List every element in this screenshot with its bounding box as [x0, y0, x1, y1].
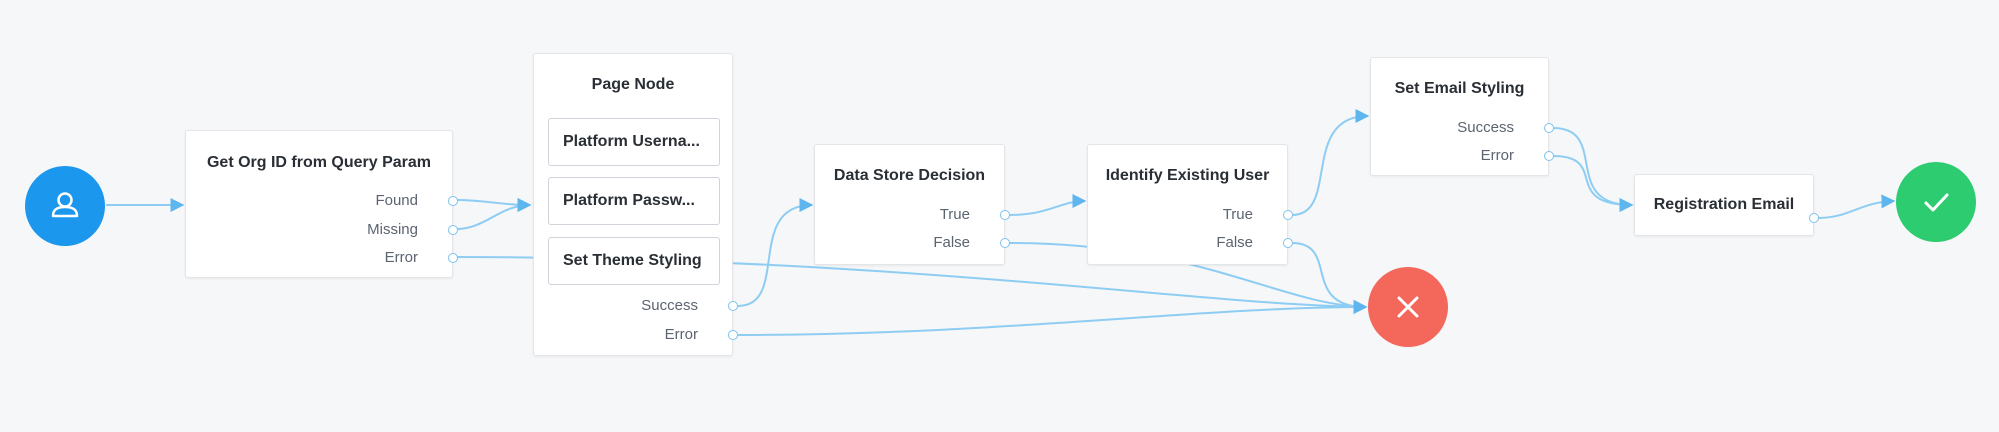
outcome-true-label: True [939, 206, 970, 223]
child-platform-password[interactable]: Platform Passw... [548, 177, 720, 225]
node-registration-email[interactable]: Registration Email [1634, 174, 1819, 236]
wire-se-success-to-registration [1552, 127, 1634, 212]
user-icon [51, 192, 79, 218]
node-title: Get Org ID from Query Param [206, 154, 432, 171]
port-false[interactable] [1000, 238, 1010, 248]
wire-page-error-to-failure [737, 300, 1368, 336]
wire-se-error-to-registration [1552, 155, 1634, 212]
outcome-error-label: Error [664, 326, 698, 343]
outcome-found-label: Found [375, 192, 418, 209]
success-node[interactable] [1896, 162, 1976, 242]
outcome-success-label: Success [641, 297, 698, 314]
outcome-false-label: False [1216, 234, 1253, 251]
port-missing[interactable] [448, 225, 458, 235]
wire-missing-to-page-node [456, 198, 532, 230]
node-title: Data Store Decision [833, 167, 986, 184]
outcome-false-label: False [933, 234, 970, 251]
node-title: Identify Existing User [1105, 167, 1270, 184]
port-true[interactable] [1283, 210, 1293, 220]
wire-ds-true-to-identify [1008, 194, 1087, 216]
node-identify-existing-user[interactable]: Identify Existing User True False [1087, 144, 1293, 265]
wire-iu-true-to-set-email [1291, 109, 1370, 216]
check-icon [1924, 193, 1949, 212]
node-page-node[interactable]: Page Node Platform Userna... Platform Pa… [533, 53, 738, 356]
start-node[interactable] [25, 166, 105, 246]
node-title: Set Email Styling [1394, 80, 1525, 97]
node-data-store-decision[interactable]: Data Store Decision True False [814, 144, 1010, 265]
port-false[interactable] [1283, 238, 1293, 248]
port-true[interactable] [1000, 210, 1010, 220]
port-success[interactable] [1544, 123, 1554, 133]
wire-page-success-to-data-store [737, 198, 814, 307]
wire-registration-to-success [1817, 194, 1896, 219]
child-platform-username[interactable]: Platform Userna... [548, 118, 720, 166]
port-outcome[interactable] [1809, 213, 1819, 223]
port-error[interactable] [728, 330, 738, 340]
port-found[interactable] [448, 196, 458, 206]
node-title: Page Node [591, 76, 675, 93]
wire-ds-false-to-failure [1008, 242, 1368, 314]
child-set-theme-styling[interactable]: Set Theme Styling [548, 237, 720, 285]
outcome-error-label: Error [1480, 147, 1514, 164]
wire-found-to-page-node [456, 197, 532, 212]
port-error[interactable] [448, 253, 458, 263]
port-success[interactable] [728, 301, 738, 311]
node-set-email-styling[interactable]: Set Email Styling Success Error [1370, 57, 1554, 176]
outcome-success-label: Success [1457, 119, 1514, 136]
outcome-true-label: True [1222, 206, 1253, 223]
close-icon [1397, 296, 1419, 318]
outcome-error-label: Error [384, 249, 418, 266]
port-error[interactable] [1544, 151, 1554, 161]
node-title: Registration Email [1653, 196, 1795, 213]
wire-iu-false-to-failure [1291, 242, 1368, 314]
node-get-org-id[interactable]: Get Org ID from Query Param Found Missin… [185, 130, 458, 278]
outcome-missing-label: Missing [367, 221, 418, 238]
failure-node[interactable] [1368, 267, 1448, 347]
